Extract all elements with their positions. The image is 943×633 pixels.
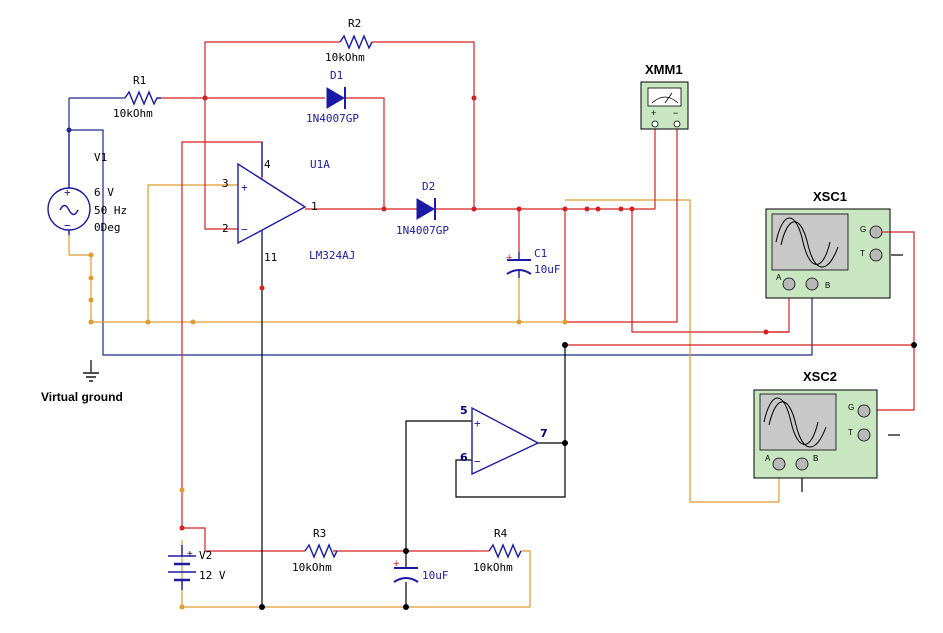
svg-text:+: + bbox=[187, 549, 193, 560]
black-wires bbox=[90, 240, 903, 607]
v1-amplitude: 6 V bbox=[94, 186, 114, 199]
xsc2-port-a: A bbox=[765, 454, 771, 463]
svg-text:−: − bbox=[64, 219, 71, 232]
resistor-r1[interactable] bbox=[68, 90, 161, 130]
d1-part: 1N4007GP bbox=[306, 112, 359, 125]
battery-v2[interactable]: + bbox=[168, 545, 196, 590]
u2-pin6: 6 bbox=[460, 451, 468, 464]
u1-pin11: 11 bbox=[264, 251, 277, 264]
resistor-r4[interactable] bbox=[488, 543, 522, 559]
u1-pin1: 1 bbox=[311, 200, 318, 213]
svg-text:+: + bbox=[241, 181, 248, 194]
multimeter-xmm1[interactable]: + − bbox=[640, 81, 689, 130]
xsc1-label: XSC1 bbox=[813, 189, 847, 204]
xsc2-port-b: B bbox=[813, 454, 818, 463]
ground-label: Virtual ground bbox=[41, 390, 123, 404]
u1-pin2: 2 bbox=[222, 222, 229, 235]
svg-text:+: + bbox=[651, 108, 656, 118]
c1-value: 10uF bbox=[534, 263, 561, 276]
r1-value: 10kOhm bbox=[113, 107, 153, 120]
c2-value: 10uF bbox=[422, 569, 449, 582]
xsc1-port-t: T bbox=[860, 249, 865, 258]
v1-phase: 0Deg bbox=[94, 221, 121, 234]
r4-value: 10kOhm bbox=[473, 561, 513, 574]
u1-name: U1A bbox=[310, 158, 330, 171]
svg-text:−: − bbox=[474, 455, 481, 468]
red-wires bbox=[161, 41, 915, 552]
u2-pin5: 5 bbox=[460, 404, 468, 417]
junction-dots bbox=[66, 95, 917, 610]
v1-name: V1 bbox=[94, 151, 107, 164]
xsc1-port-a: A bbox=[776, 273, 782, 282]
svg-text:−: − bbox=[241, 223, 248, 236]
svg-text:+: + bbox=[506, 252, 512, 264]
xsc1-port-b: B bbox=[825, 281, 830, 290]
xsc2-port-g: G bbox=[848, 403, 854, 412]
u1-part: LM324AJ bbox=[309, 249, 355, 262]
opamp-u1a[interactable]: + − bbox=[237, 142, 307, 245]
diode-d2[interactable] bbox=[416, 198, 436, 220]
d1-name: D1 bbox=[330, 69, 343, 82]
diode-d1[interactable] bbox=[326, 87, 346, 109]
svg-text:−: − bbox=[673, 108, 678, 118]
oscilloscope-xsc2[interactable] bbox=[753, 389, 878, 479]
r2-value: 10kOhm bbox=[325, 51, 365, 64]
xsc1-port-g: G bbox=[860, 225, 866, 234]
resistor-r2[interactable] bbox=[339, 34, 373, 50]
capacitor-c2[interactable]: + bbox=[393, 558, 419, 583]
r3-value: 10kOhm bbox=[292, 561, 332, 574]
svg-text:+: + bbox=[64, 186, 71, 199]
v2-value: 12 V bbox=[199, 569, 226, 582]
svg-text:+: + bbox=[474, 417, 481, 430]
u1-pin3: 3 bbox=[222, 177, 229, 190]
opamp-2[interactable]: + − bbox=[471, 406, 540, 476]
v1-frequency: 50 Hz bbox=[94, 204, 127, 217]
ground-wire bbox=[69, 129, 813, 356]
resistor-r3[interactable] bbox=[304, 543, 338, 559]
xmm1-label: XMM1 bbox=[645, 62, 683, 77]
r4-name: R4 bbox=[494, 527, 508, 540]
u2-pin7: 7 bbox=[540, 427, 548, 440]
ac-source-v1[interactable]: + − bbox=[47, 130, 91, 235]
xsc2-port-t: T bbox=[848, 428, 853, 437]
capacitor-c1[interactable]: + bbox=[506, 252, 532, 278]
v2-name: V2 bbox=[199, 549, 212, 562]
u1-pin4: 4 bbox=[264, 158, 271, 171]
r3-name: R3 bbox=[313, 527, 326, 540]
ground-symbol bbox=[83, 372, 99, 382]
r2-name: R2 bbox=[348, 17, 361, 30]
c1-name: C1 bbox=[534, 247, 547, 260]
xsc2-label: XSC2 bbox=[803, 369, 837, 384]
d2-name: D2 bbox=[422, 180, 435, 193]
oscilloscope-xsc1[interactable] bbox=[765, 208, 891, 299]
r1-name: R1 bbox=[133, 74, 146, 87]
d2-part: 1N4007GP bbox=[396, 224, 449, 237]
orange-wires bbox=[68, 184, 780, 608]
svg-text:+: + bbox=[393, 558, 399, 570]
